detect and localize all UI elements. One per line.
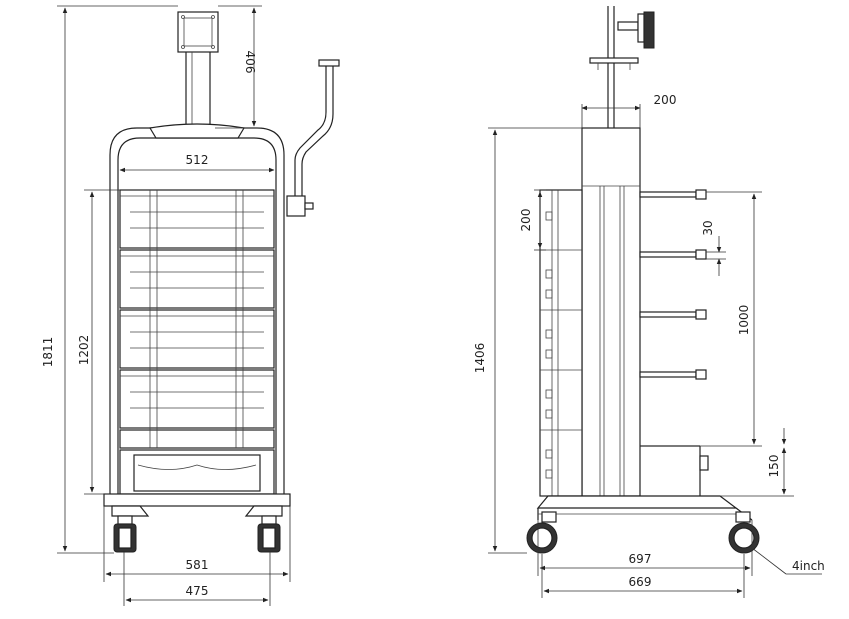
dim-shelf-zone-height: 1202 (77, 335, 91, 366)
side-shelves (639, 189, 707, 380)
front-shelves (119, 189, 275, 449)
dim-total-height: 1811 (41, 337, 55, 368)
front-drawer (119, 449, 275, 495)
side-handle-arm (286, 59, 340, 217)
side-wheel-right (728, 511, 760, 554)
dim-wheel-size: 4inch (792, 559, 825, 573)
dim-base-clearance: 150 (767, 455, 781, 478)
cart-frame (109, 123, 285, 500)
side-pole-and-monitor (589, 6, 655, 128)
front-base (103, 493, 291, 517)
dim-inner-width: 512 (186, 153, 209, 167)
front-dimensions (57, 5, 291, 606)
side-view: 200 1406 200 30 1000 150 697 669 4inch (473, 6, 825, 598)
monitor-mount (177, 11, 219, 128)
dim-shelf-zone-height: 1000 (737, 305, 751, 336)
side-dimensions (488, 104, 822, 598)
dim-base-width: 581 (186, 558, 209, 572)
dim-wheel-span: 475 (186, 584, 209, 598)
front-caster-left (113, 515, 137, 553)
front-caster-right (257, 515, 281, 553)
dim-shelf-thickness: 30 (701, 220, 715, 235)
dim-pole-width: 200 (654, 93, 677, 107)
dim-base-depth: 697 (629, 552, 652, 566)
side-base (536, 495, 753, 521)
dim-monitor-arm-height: 406 (243, 51, 257, 74)
dim-drawer-height: 200 (519, 209, 533, 232)
dim-wheel-span: 669 (629, 575, 652, 589)
side-shelf-face (539, 189, 583, 497)
front-view: 1811 406 512 1202 581 475 (41, 5, 340, 606)
dim-body-height: 1406 (473, 343, 487, 374)
side-wheel-left (526, 511, 558, 554)
side-main-column (581, 127, 709, 497)
